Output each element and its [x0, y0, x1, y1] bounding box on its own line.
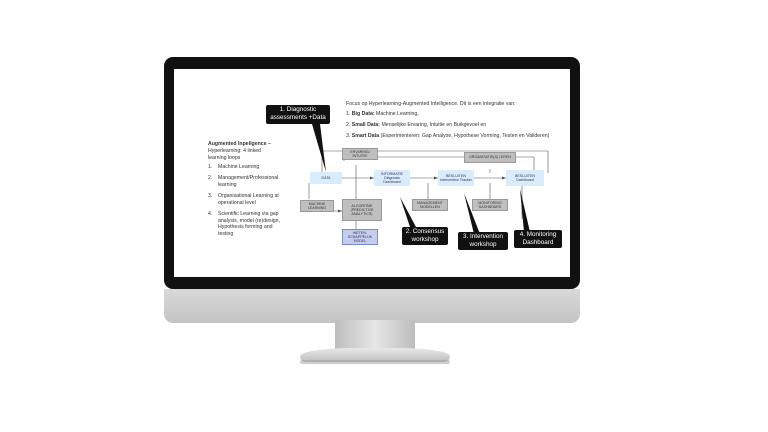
box-machine-learning: MACHINE LEARNING [300, 200, 334, 212]
box-ervaring-intuitie: ERVARING/ INTUITIE [342, 148, 378, 160]
monitor-bezel: Focus op Hyperlearning-Augmented Intelli… [164, 57, 580, 289]
header-item-3: 3. Smart Data (Experimenteren: Gap Analy… [346, 133, 550, 139]
monitor-foot-shadow [300, 360, 450, 364]
box-organisatie-leren: ORGANISATIE(S) LEREN [464, 152, 516, 163]
sidebar-item-3: 3. Organisational Learning at operationa… [208, 193, 279, 206]
monitor-chin [164, 289, 580, 323]
slide-screen: Focus op Hyperlearning-Augmented Intelli… [174, 69, 570, 277]
box-data: DATA [310, 172, 342, 184]
callout-intervention: 3. Intervention workshop [458, 232, 508, 250]
box-besluiten-dashboard: BESLUITEN Dashboard [506, 170, 544, 186]
sidebar-item-2: 2. Management/Professional learning [208, 175, 279, 188]
monitor-neck [335, 320, 415, 350]
callout-diagnostic: 1. Diagnostic assessments +Data [266, 105, 330, 124]
sidebar-item-1: 1. Machine Learning [208, 164, 260, 170]
box-algoritme: ALGORITME (PREDICTIVE ANALYTICS) [342, 199, 382, 221]
monitor: Focus op Hyperlearning-Augmented Intelli… [164, 57, 580, 323]
header-item-1: 1. Big Data: Machine Learning, [346, 111, 419, 117]
sidebar-title: Augmented Inpeligence – [208, 141, 271, 147]
monitor-foot [300, 348, 450, 362]
focus-text: Focus op Hyperlearning-Augmented Intelli… [346, 101, 516, 107]
callout-monitoring: 4. Monitoring Dashboard [514, 230, 562, 248]
box-monitoring-dashboard: MONITORING DASHBOARD [472, 199, 508, 211]
box-besluiten-tracker: BESLUITEN Intervention Tracker [438, 170, 474, 186]
box-management-modellen: MANAGEMENT MODELLEN [412, 199, 448, 211]
callout-pointers [312, 124, 530, 234]
box-informatie: INFORMATIE Diagnosis Dashboard [374, 170, 410, 186]
sidebar-subtitle: Hyperlearning: 4 linked learning loops [208, 148, 262, 161]
box-wetenschappelijk-model: WETEN-SCHAPPELIJK MODEL [342, 229, 378, 245]
sidebar-item-4: 4. Scientific Learning via gap analysis,… [208, 211, 280, 237]
header-item-2: 2. Small Data: Menselijke Ervaring, Intu… [346, 122, 487, 128]
callout-consensus: 2. Consensus workshop [402, 227, 448, 245]
